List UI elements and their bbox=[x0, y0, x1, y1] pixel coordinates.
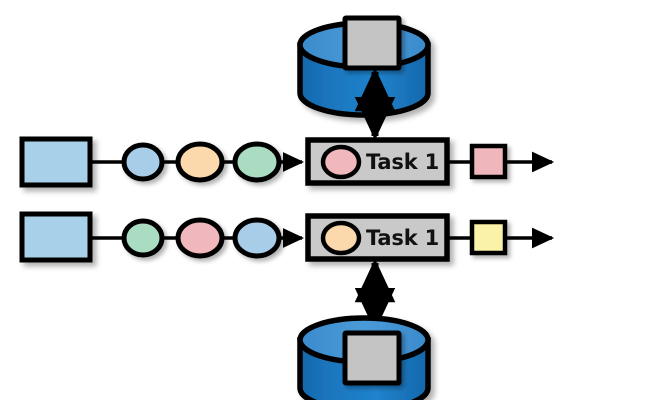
output-square-row1[interactable] bbox=[469, 143, 508, 180]
stage-circle-3-row2[interactable] bbox=[232, 217, 282, 259]
task-status-circle-row1 bbox=[320, 144, 362, 180]
stage-circle-1-row1[interactable] bbox=[121, 142, 165, 182]
task-label-row2: Task 1 bbox=[366, 226, 439, 250]
stage-circle-3-row1[interactable] bbox=[232, 141, 282, 183]
source-rectangle-row1[interactable] bbox=[19, 136, 93, 188]
stage-circle-2-row2[interactable] bbox=[175, 217, 225, 259]
stage-circle-2-row1[interactable] bbox=[175, 141, 225, 183]
pipeline-row-2: Task 1 bbox=[19, 211, 555, 400]
source-rectangle-row2[interactable] bbox=[19, 211, 93, 263]
database-data-square-top[interactable] bbox=[342, 15, 402, 71]
database-data-square-bottom[interactable] bbox=[342, 330, 402, 386]
task-label-row1: Task 1 bbox=[366, 150, 439, 174]
stage-circle-1-row2[interactable] bbox=[121, 218, 165, 258]
output-square-row2[interactable] bbox=[469, 219, 508, 256]
pipeline-row-1: Task 1 bbox=[19, 15, 555, 188]
task-status-circle-row2 bbox=[320, 220, 362, 256]
